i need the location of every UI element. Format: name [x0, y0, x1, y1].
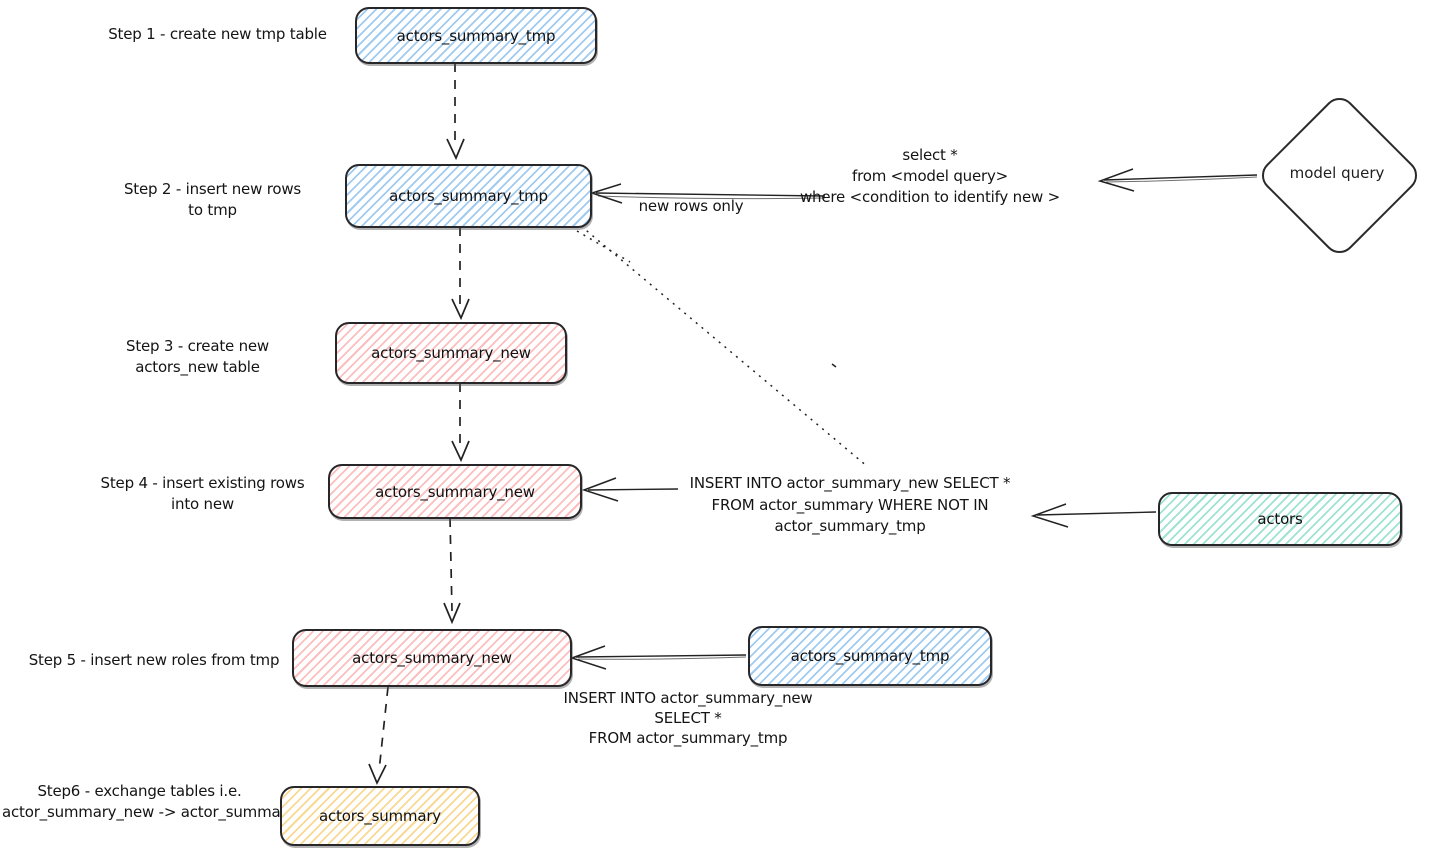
node-step4-label: actors_summary_new — [375, 482, 535, 501]
annotation-insert-new: INSERT INTO actor_summary_new SELECT * F… — [563, 689, 813, 747]
step2-label: Step 2 - insert new rows to tmp — [123, 180, 302, 219]
arrow-step3-to-step4 — [451, 383, 470, 463]
annotation-new-rows-only: new rows only — [638, 197, 744, 215]
node-step6-actors-summary: actors_summary — [280, 786, 480, 846]
step4-label: Step 4 - insert existing rows into new — [100, 474, 305, 513]
step1-label: Step 1 - create new tmp table — [108, 25, 327, 43]
node-actors: actors — [1158, 492, 1402, 546]
node-tmp-source: actors_summary_tmp — [748, 626, 992, 686]
arrow-step1-to-step2 — [446, 63, 465, 161]
annotation-select-query: select * from <model query> where <condi… — [799, 146, 1061, 206]
arrow-step5-to-step6 — [368, 686, 389, 786]
arrow-modelquery-to-text — [1097, 168, 1258, 192]
model-query-label: model query — [1289, 164, 1385, 182]
node-step6-label: actors_summary — [319, 807, 441, 825]
node-actors-label: actors — [1257, 510, 1303, 528]
node-step5-label: actors_summary_new — [352, 649, 512, 667]
arrow-step4-to-step5 — [443, 517, 461, 625]
step5-label: Step 5 - insert new roles from tmp — [28, 651, 280, 669]
annotation-insert-existing: INSERT INTO actor_summary_new SELECT * F… — [689, 474, 1011, 535]
node-tmp-source-label: actors_summary_tmp — [790, 647, 950, 665]
dotted-link-step2-to-sql — [576, 225, 869, 468]
node-step3-label: actors_summary_new — [371, 344, 531, 362]
step3-label: Step 3 - create new actors_new table — [126, 337, 269, 376]
stray-mark — [831, 363, 837, 368]
arrow-actors-to-text — [1030, 503, 1157, 528]
node-step2-actors-summary-tmp: actors_summary_tmp — [345, 164, 592, 228]
arrow-sql-to-step4 — [581, 477, 679, 502]
step6-label: Step6 - exchange tables i.e. actor_summa… — [2, 782, 296, 821]
arrow-tmp-to-step5 — [569, 645, 747, 670]
node-step1-label: actors_summary_tmp — [396, 26, 556, 45]
node-step1-actors-summary-tmp: actors_summary_tmp — [355, 7, 597, 64]
node-step3-actors-summary-new: actors_summary_new — [335, 322, 567, 384]
node-step2-label: actors_summary_tmp — [389, 187, 548, 205]
node-step5-actors-summary-new: actors_summary_new — [292, 629, 572, 687]
arrow-step2-to-step3 — [451, 227, 470, 321]
node-step4-actors-summary-new: actors_summary_new — [328, 464, 582, 519]
